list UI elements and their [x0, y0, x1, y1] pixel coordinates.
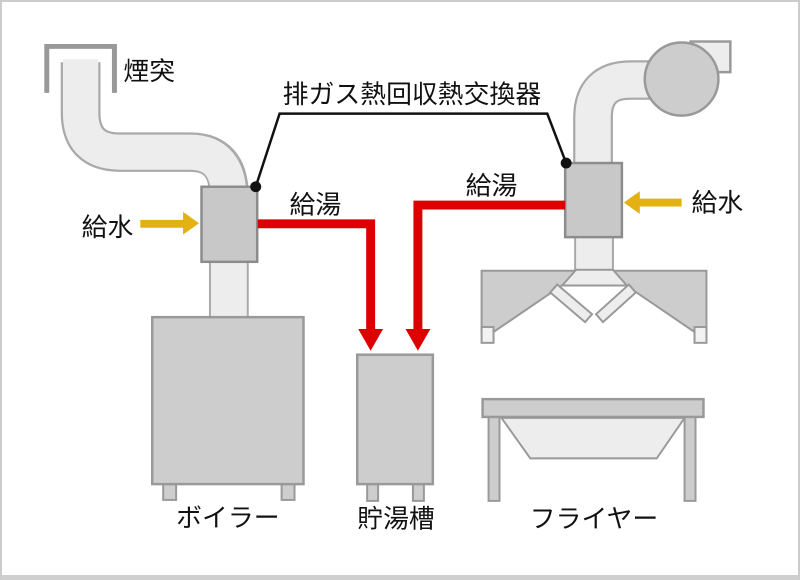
hood-rim-right — [693, 326, 708, 344]
chimney-label: 煙突 — [123, 57, 175, 86]
hood-baffle-left — [548, 283, 594, 324]
fryer-label: フライヤー — [530, 506, 659, 534]
heat-exchanger-left — [200, 185, 259, 264]
hood-baffle-right — [594, 283, 638, 324]
fryer-table — [481, 397, 705, 419]
storage-tank — [355, 353, 435, 486]
storage-tank-label: 貯湯槽 — [357, 505, 435, 534]
water-supply-label-left: 給水 — [82, 213, 134, 242]
hot-water-label-right: 給湯 — [466, 172, 518, 201]
chimney-bracket — [44, 43, 117, 93]
fan-blower — [643, 41, 720, 117]
hood-panel-right — [609, 269, 708, 333]
hot-water-pipe-right — [413, 200, 566, 331]
leader-line — [254, 112, 568, 188]
water-supply-arrow-right — [623, 191, 682, 214]
hot-water-pipe-left — [257, 219, 376, 331]
heat-exchanger-label: 排ガス熱回収熱交換器 — [283, 80, 542, 109]
water-supply-arrow-left — [140, 211, 200, 235]
fan-duct — [575, 62, 670, 171]
hot-water-arrowhead-left — [358, 329, 384, 351]
hood-connecting-duct — [574, 234, 614, 274]
chimney-duct — [62, 59, 247, 200]
boiler-connecting-pipe — [208, 252, 249, 321]
boiler-body — [151, 315, 305, 486]
junction-dot-right — [560, 157, 572, 169]
fryer-leg-right — [683, 414, 697, 502]
fryer-basin — [499, 416, 687, 460]
hood-rim-left — [480, 326, 495, 344]
hot-water-arrowhead-right — [405, 329, 431, 351]
fryer-leg-left — [487, 414, 501, 502]
boiler-label: ボイラー — [176, 505, 279, 533]
junction-dot-left — [250, 181, 262, 193]
hood-panel-left — [480, 269, 579, 333]
water-supply-label-right: 給水 — [692, 189, 744, 218]
heat-exchanger-right — [563, 161, 624, 239]
hot-water-label-left: 給湯 — [290, 190, 342, 219]
